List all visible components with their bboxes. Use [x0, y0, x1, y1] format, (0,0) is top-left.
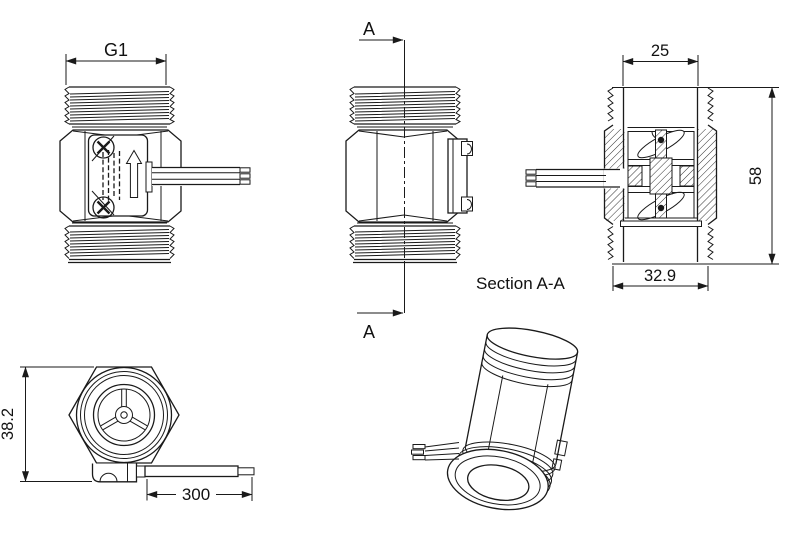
iso-wires — [411, 442, 460, 461]
front-cable — [145, 161, 251, 193]
section-cut-marker-bottom: A — [357, 263, 405, 342]
label-print-marks — [102, 150, 121, 201]
dimension-58: 58 — [747, 87, 776, 265]
iso-bore — [466, 464, 530, 501]
flow-direction-arrow — [125, 149, 143, 198]
side-hex-body — [345, 129, 461, 223]
dimension-38-2: 38.2 — [0, 366, 94, 482]
section-marker-top-label: A — [363, 19, 375, 39]
end-cable-housing — [91, 463, 255, 483]
screw-icon — [92, 136, 115, 159]
right-wall-hatch — [697, 129, 717, 221]
front-view: G1 — [59, 40, 251, 264]
side-view: A A — [345, 19, 473, 342]
end-view: 38.2 — [0, 366, 255, 504]
turbine-spokes — [100, 389, 148, 431]
turbine-hub — [115, 406, 133, 424]
section-cable — [525, 168, 625, 189]
section-marker-bottom-label: A — [363, 322, 375, 342]
dim-g1-label: G1 — [104, 40, 128, 60]
screw-icon — [92, 196, 115, 219]
bearing-dot — [657, 204, 665, 212]
dimension-25: 25 — [622, 42, 699, 86]
dim-300-label: 300 — [182, 485, 210, 504]
turbine-ring — [92, 383, 156, 447]
iso-bottom-thread — [446, 441, 556, 511]
end-hex-body — [68, 366, 180, 464]
front-top-thread — [63, 86, 176, 128]
sensor-label-plate — [87, 134, 149, 219]
side-top-thread — [348, 86, 462, 128]
bearing-dot — [657, 136, 665, 144]
section-caption: Section A-A — [476, 274, 565, 293]
side-bottom-thread — [349, 222, 461, 264]
dim-25-label: 25 — [651, 42, 669, 60]
front-bottom-thread — [64, 222, 175, 264]
iso-clip — [554, 439, 568, 457]
side-sensor-housing — [447, 138, 473, 214]
dimension-32-9: 32.9 — [612, 266, 709, 291]
turbine-assembly — [620, 127, 702, 227]
dim-58-label: 58 — [747, 167, 765, 185]
dimension-300: 300 — [146, 477, 253, 504]
section-view: 25 — [476, 42, 779, 293]
iso-hex-body — [464, 334, 579, 473]
dim-38-2-label: 38.2 — [0, 408, 17, 440]
dimension-g1: G1 — [65, 40, 167, 85]
isometric-view — [411, 327, 579, 511]
section-cut-marker-top: A — [359, 19, 405, 87]
dim-32-9-label: 32.9 — [644, 267, 676, 285]
